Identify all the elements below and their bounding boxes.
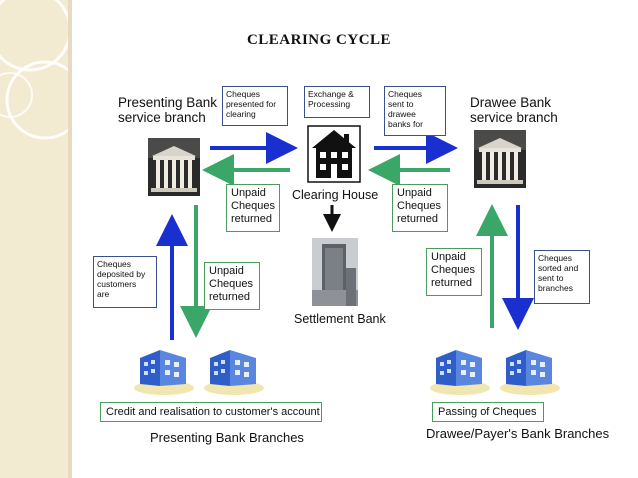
unpaid-returned-left-side: Unpaid Cheques returned [204, 262, 260, 310]
clearing-house-icon [306, 124, 362, 184]
decorative-sidebar [0, 0, 68, 478]
drawee-bank-building-icon [474, 130, 526, 188]
note-exchange-processing: Exchange & Processing [304, 86, 370, 118]
credit-realisation-box: Credit and realisation to customer's acc… [100, 402, 322, 422]
diagram-title: CLEARING CYCLE [246, 32, 392, 48]
presenting-branch-building-icon-1 [132, 344, 196, 396]
presenting-branches-label: Presenting Bank Branches [150, 430, 304, 445]
sidebar-circles [0, 0, 68, 140]
drawee-branch-building-icon-1 [428, 344, 492, 396]
note-cheques-deposited: Cheques deposited by customers are [93, 256, 157, 308]
presenting-bank-building-icon [148, 138, 200, 196]
drawee-branches-label: Drawee/Payer's Bank Branches [426, 426, 610, 441]
drawee-bank-label: Drawee Bank service branch [470, 95, 558, 125]
note-cheques-sent: Cheques sent to drawee banks for [384, 86, 446, 136]
settlement-bank-label: Settlement Bank [294, 312, 386, 326]
clearing-house-label: Clearing House [292, 188, 379, 202]
unpaid-returned-top-right: Unpaid Cheques returned [392, 184, 448, 232]
presenting-bank-label: Presenting Bank service branch [118, 95, 218, 125]
drawee-branch-building-icon-2 [498, 344, 562, 396]
unpaid-returned-top-left: Unpaid Cheques returned [226, 184, 280, 232]
note-cheques-presented: Cheques presented for clearing [222, 86, 288, 126]
passing-cheques-box: Passing of Cheques [432, 402, 544, 422]
unpaid-returned-right-side: Unpaid Cheques returned [426, 248, 482, 296]
settlement-bank-icon [312, 238, 358, 306]
presenting-branch-building-icon-2 [202, 344, 266, 396]
note-cheques-sorted: Cheques sorted and sent to branches [534, 250, 590, 304]
sidebar-edge [68, 0, 72, 478]
